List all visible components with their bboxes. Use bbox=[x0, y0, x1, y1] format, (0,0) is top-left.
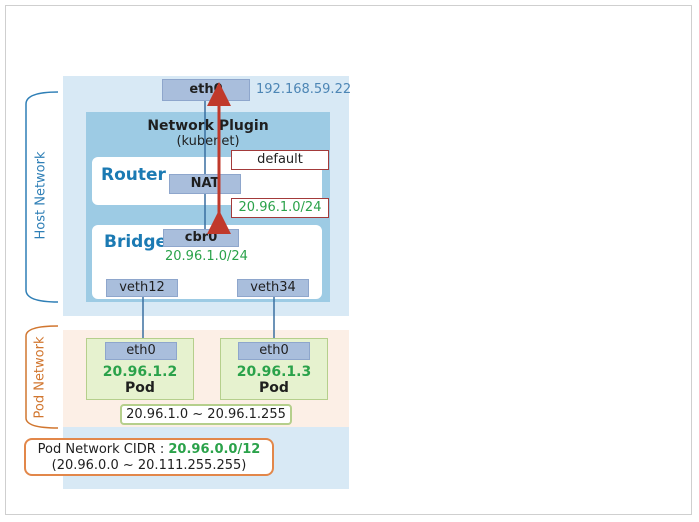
cidr-prefix: Pod Network CIDR : bbox=[37, 442, 169, 457]
cidr-value: 20.96.0.0/12 bbox=[168, 442, 261, 457]
cbr0-ip: 20.96.1.0/24 bbox=[165, 249, 248, 264]
veth12-chip: veth12 bbox=[106, 279, 178, 297]
router-title: Router bbox=[101, 165, 166, 185]
pod-2-name: Pod bbox=[259, 380, 289, 396]
cidr-range: (20.96.0.0 ~ 20.111.255.255) bbox=[51, 458, 247, 473]
default-route-label: default bbox=[231, 150, 329, 170]
pod-network-cidr-box: Pod Network CIDR : 20.96.0.0/12 (20.96.0… bbox=[24, 438, 274, 476]
host-eth0-ip: 192.168.59.22 bbox=[256, 82, 352, 97]
veth34-chip: veth34 bbox=[237, 279, 309, 297]
host-network-bracket bbox=[25, 91, 59, 303]
pod-2-ip: 20.96.1.3 bbox=[236, 364, 312, 380]
pod-2-eth0-chip: eth0 bbox=[238, 342, 310, 360]
bridge-title: Bridge bbox=[104, 232, 168, 252]
pod-1-ip: 20.96.1.2 bbox=[102, 364, 178, 380]
pod-ip-range: 20.96.1.0 ~ 20.96.1.255 bbox=[120, 404, 292, 425]
pod-1-name: Pod bbox=[125, 380, 155, 396]
pod-network-bracket bbox=[25, 325, 59, 429]
pod-subnet-route-label: 20.96.1.0/24 bbox=[231, 198, 329, 218]
pod-1-eth0-chip: eth0 bbox=[105, 342, 177, 360]
